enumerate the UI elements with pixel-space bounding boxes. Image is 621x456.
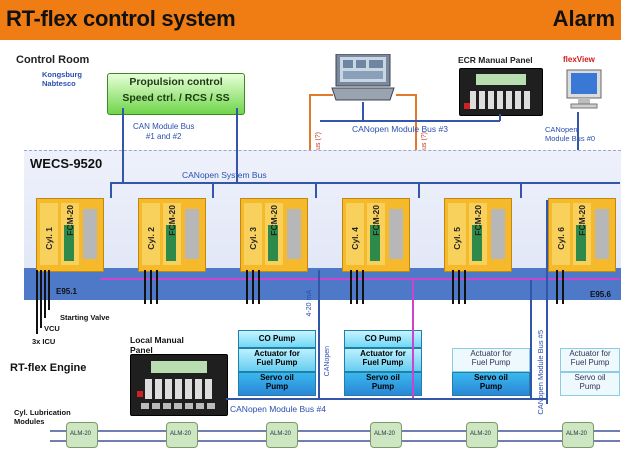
cyl-6-label: Cyl. 6 <box>556 227 566 250</box>
ecr-manual-panel[interactable] <box>459 68 543 116</box>
cyl-unit-2[interactable]: Cyl. 2 FCM-20 <box>138 198 206 272</box>
wecs-bus-bar <box>24 268 621 300</box>
local-panel-label: Local Manual Panel <box>130 335 184 355</box>
servo-oil-pump-3[interactable]: Servo oil Pump <box>452 372 530 396</box>
servo-oil-pump-1[interactable]: Servo oil Pump <box>238 372 316 396</box>
fcm-6-label: FCM-20 <box>577 205 587 236</box>
propulsion-control-box[interactable]: Propulsion control Speed ctrl. / RCS / S… <box>107 73 245 115</box>
alm-module-1[interactable]: ALM-20 <box>66 422 98 448</box>
canopen-bus5-label: CANopen Module Bus #5 <box>536 330 545 415</box>
starting-valve-label: Starting Valve <box>60 313 110 322</box>
alm-module-3[interactable]: ALM-20 <box>266 422 298 448</box>
cyl-1-label: Cyl. 1 <box>44 227 54 250</box>
vendor-label: Kongsburg Nabtesco <box>42 70 82 88</box>
fcm-2-label: FCM-20 <box>167 205 177 236</box>
canopen-small-label: CANopen <box>324 346 331 377</box>
canopen-bus4-label: CANopen Module Bus #4 <box>230 404 326 414</box>
cyl-4-label: Cyl. 4 <box>350 227 360 250</box>
cyl-unit-5[interactable]: Cyl. 5 FCM-20 <box>444 198 512 272</box>
fcm-5-label: FCM-20 <box>473 205 483 236</box>
co-pump-1[interactable]: CO Pump <box>238 330 316 348</box>
canopen-system-bus-label: CANopen System Bus <box>182 170 267 180</box>
vcu-label: VCU <box>44 324 60 333</box>
cyl-2-label: Cyl. 2 <box>146 227 156 250</box>
operator-console-icon[interactable] <box>330 53 396 102</box>
alm-module-6[interactable]: ALM-20 <box>562 422 594 448</box>
e956-label: E95.6 <box>590 290 611 299</box>
co-pump-2[interactable]: CO Pump <box>344 330 422 348</box>
cyl-5-label: Cyl. 5 <box>452 227 462 250</box>
actuator-fuel-pump-4[interactable]: Actuator for Fuel Pump <box>560 348 620 372</box>
flexview-label: flexView <box>563 55 595 64</box>
cyl-unit-4[interactable]: Cyl. 4 FCM-20 <box>342 198 410 272</box>
servo-oil-pump-2[interactable]: Servo oil Pump <box>344 372 422 396</box>
alm-module-5[interactable]: ALM-20 <box>466 422 498 448</box>
fcm-4-label: FCM-20 <box>371 205 381 236</box>
rt-flex-engine-label: RT-flex Engine <box>10 362 87 374</box>
alm-module-4[interactable]: ALM-20 <box>370 422 402 448</box>
alm-module-2[interactable]: ALM-20 <box>166 422 198 448</box>
alarm-label[interactable]: Alarm <box>552 6 615 31</box>
ma-label: 4-20 mA <box>306 290 313 317</box>
canopen-bus3-label: CANopen Module Bus #3 <box>352 124 448 134</box>
cyl-unit-1[interactable]: Cyl. 1 FCM-20 <box>36 198 104 272</box>
propulsion-line1: Propulsion control <box>129 76 223 88</box>
title-bar: RT-flex control system Alarm <box>0 0 621 40</box>
can-module-bus-12-label: CAN Module Bus #1 and #2 <box>133 122 195 141</box>
control-room-label: Control Room <box>16 54 90 66</box>
actuator-fuel-pump-2[interactable]: Actuator for Fuel Pump <box>344 348 422 372</box>
actuator-fuel-pump-1[interactable]: Actuator for Fuel Pump <box>238 348 316 372</box>
e951-label: E95.1 <box>56 287 77 296</box>
fcm-1-label: FCM-20 <box>65 205 75 236</box>
local-manual-panel[interactable] <box>130 354 228 416</box>
actuator-fuel-pump-3[interactable]: Actuator for Fuel Pump <box>452 348 530 372</box>
fcm-3-label: FCM-20 <box>269 205 279 236</box>
icu-label: 3x ICU <box>32 337 56 346</box>
cyl-unit-3[interactable]: Cyl. 3 FCM-20 <box>240 198 308 272</box>
propulsion-line2: Speed ctrl. / RCS / SS <box>122 92 230 104</box>
lubrication-label: Cyl. Lubrication Modules <box>14 408 71 426</box>
page-title: RT-flex control system <box>6 6 236 31</box>
wecs-label: WECS-9520 <box>30 156 103 171</box>
cyl-unit-6[interactable]: Cyl. 6 FCM-20 <box>548 198 616 272</box>
flexview-monitor-icon[interactable] <box>565 68 607 112</box>
cyl-3-label: Cyl. 3 <box>248 227 258 250</box>
ecr-panel-label: ECR Manual Panel <box>458 55 533 65</box>
canopen-bus0-label: CANopen Module Bus #0 <box>545 125 596 143</box>
servo-oil-pump-4[interactable]: Servo oil Pump <box>560 372 620 396</box>
